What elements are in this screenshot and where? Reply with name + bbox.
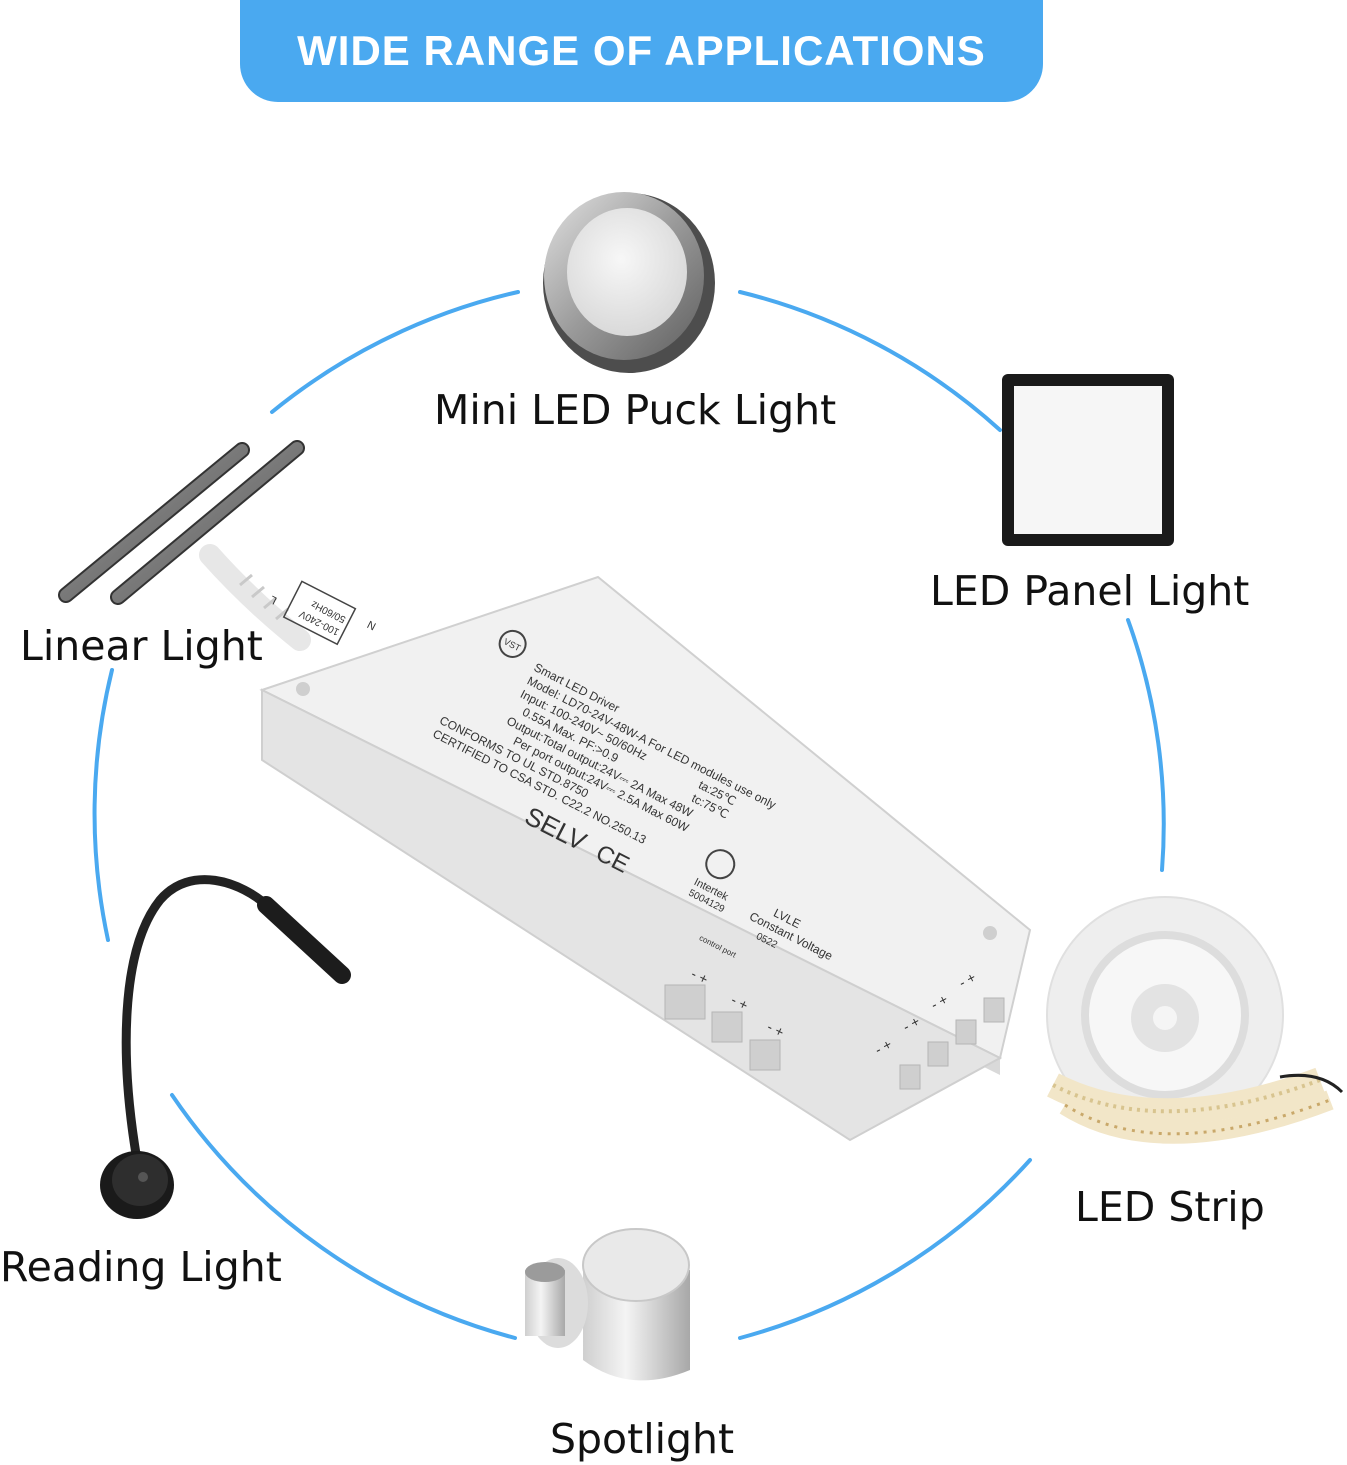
linear-light-icon	[58, 440, 305, 605]
power-cable	[199, 544, 311, 651]
driver-terminal-n: N	[366, 618, 379, 632]
title-banner: WIDE RANGE OF APPLICATIONS	[240, 0, 1043, 102]
puck-light-icon	[543, 192, 715, 373]
driver-terminal-l: L	[268, 593, 279, 606]
port-label-3: - +	[765, 1018, 787, 1040]
led-driver: VST Smart LED Driver Model: LD70-24V-48W…	[259, 575, 1032, 1142]
label-linear-light: Linear Light	[20, 622, 263, 670]
port-label-5: - +	[900, 1013, 922, 1035]
led-strip-icon	[1046, 896, 1344, 1144]
spotlight-icon	[525, 1228, 690, 1381]
banner-title: WIDE RANGE OF APPLICATIONS	[297, 27, 986, 74]
label-panel-light: LED Panel Light	[930, 567, 1250, 615]
port-label-2: - +	[729, 991, 751, 1013]
port-label-7: - +	[956, 969, 978, 991]
label-reading-light: Reading Light	[0, 1243, 282, 1291]
connection-ring	[92, 290, 1166, 1340]
port-label-1: - +	[689, 965, 711, 987]
label-spotlight: Spotlight	[550, 1415, 735, 1463]
port-label-4: - +	[872, 1036, 894, 1058]
reading-light-icon	[100, 875, 351, 1219]
label-led-strip: LED Strip	[1075, 1183, 1265, 1231]
panel-light-icon	[1002, 374, 1174, 546]
port-label-6: - +	[928, 991, 950, 1013]
label-puck-light: Mini LED Puck Light	[434, 386, 837, 434]
